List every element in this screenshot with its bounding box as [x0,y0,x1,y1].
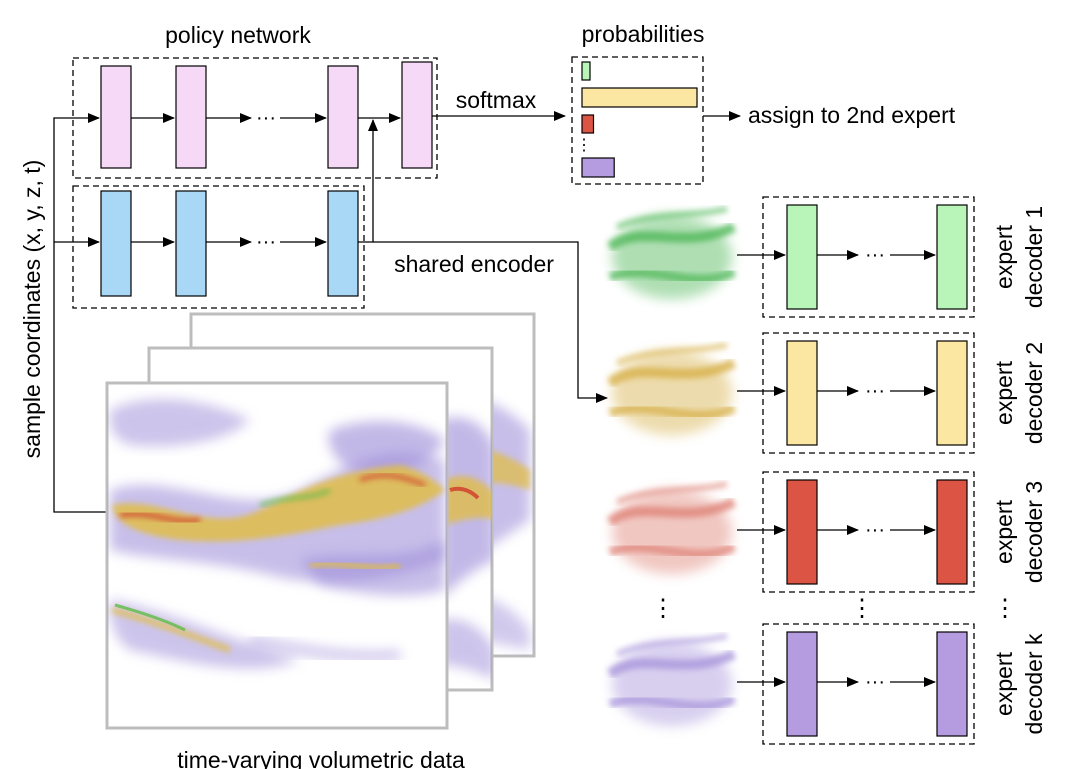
shared-encoder-label: shared encoder [394,251,554,277]
expert-decoder-label-2: decoder 2 [1021,342,1047,444]
expert-layer-out-4 [936,631,968,737]
encoder-layers [100,190,359,297]
policy-layer-out [401,61,433,169]
expert-layer-in-2 [786,340,818,446]
encoder-layer-1 [100,190,132,297]
expert-decoder-vertical-dots: ⋮ [850,595,874,622]
probability-bar-1 [581,61,591,81]
expert-label-vertical-dots: ⋮ [993,595,1017,622]
sample-coordinates-label: sample coordinates (x, y, z, t) [19,160,45,459]
expert-box-1 [762,196,975,318]
encoder-to-policy-arrow [358,119,378,243]
expert-box-2 [762,332,975,454]
softmax-label: softmax [456,87,537,113]
expert-label-4: expert [991,651,1017,716]
encoder-to-experts-arrow [373,241,608,403]
expert-box-4 [762,623,975,745]
policy-ellipsis: ··· [256,107,276,129]
volume-frame-front [105,381,449,730]
expert-ellipsis-1: ··· [865,244,885,266]
expert-render-4 [606,633,737,726]
probability-bars [581,61,698,178]
probability-bar-2 [581,87,698,108]
assign-label: assign to 2nd expert [748,102,956,128]
expert-layer-out-2 [936,340,968,446]
coordinates-to-policy-arrow [53,113,107,513]
probabilities-box [571,56,704,185]
probabilities-title: probabilities [582,21,705,47]
expert-ellipsis-2: ··· [865,380,885,402]
expert-ellipsis-4: ··· [865,671,885,693]
policy-layer-3 [327,65,359,169]
expert-decoder-label-1: decoder 1 [1021,206,1047,308]
expert-box-3 [762,471,975,593]
expert-label-3: expert [991,499,1017,564]
encoder-layer-2 [175,190,207,297]
expert-layer-out-3 [936,479,968,585]
expert-decoder-label-4: decoder k [1021,633,1047,735]
probability-bar-4 [581,157,615,178]
expert-ellipsis-3: ··· [865,519,885,541]
expert-layer-in-1 [786,204,818,310]
expert-render-2 [606,342,737,435]
policy-network-title: policy network [165,22,311,48]
probability-bar-3 [581,114,595,134]
expert-decoder-label-3: decoder 3 [1021,481,1047,583]
shared-encoder-box [72,185,365,309]
encoder-ellipsis: ··· [256,231,276,253]
expert-layer-in-4 [786,631,818,737]
expert-layer-out-1 [936,204,968,310]
expert-render-vertical-dots: ⋮ [651,595,675,622]
probabilities-vertical-dots: ⋮ [576,137,592,154]
expert-label-2: expert [991,360,1017,425]
expert-render-1 [606,206,737,299]
policy-layer-2 [175,65,207,169]
expert-layer-in-3 [786,479,818,585]
volumetric-data-label: time-varying volumetric data [177,747,465,769]
expert-render-3 [606,481,737,574]
encoder-layer-3 [327,190,359,297]
policy-layers [100,61,433,169]
expert-label-1: expert [991,224,1017,289]
policy-layer-1 [100,65,132,169]
policy-network-box [72,57,438,179]
